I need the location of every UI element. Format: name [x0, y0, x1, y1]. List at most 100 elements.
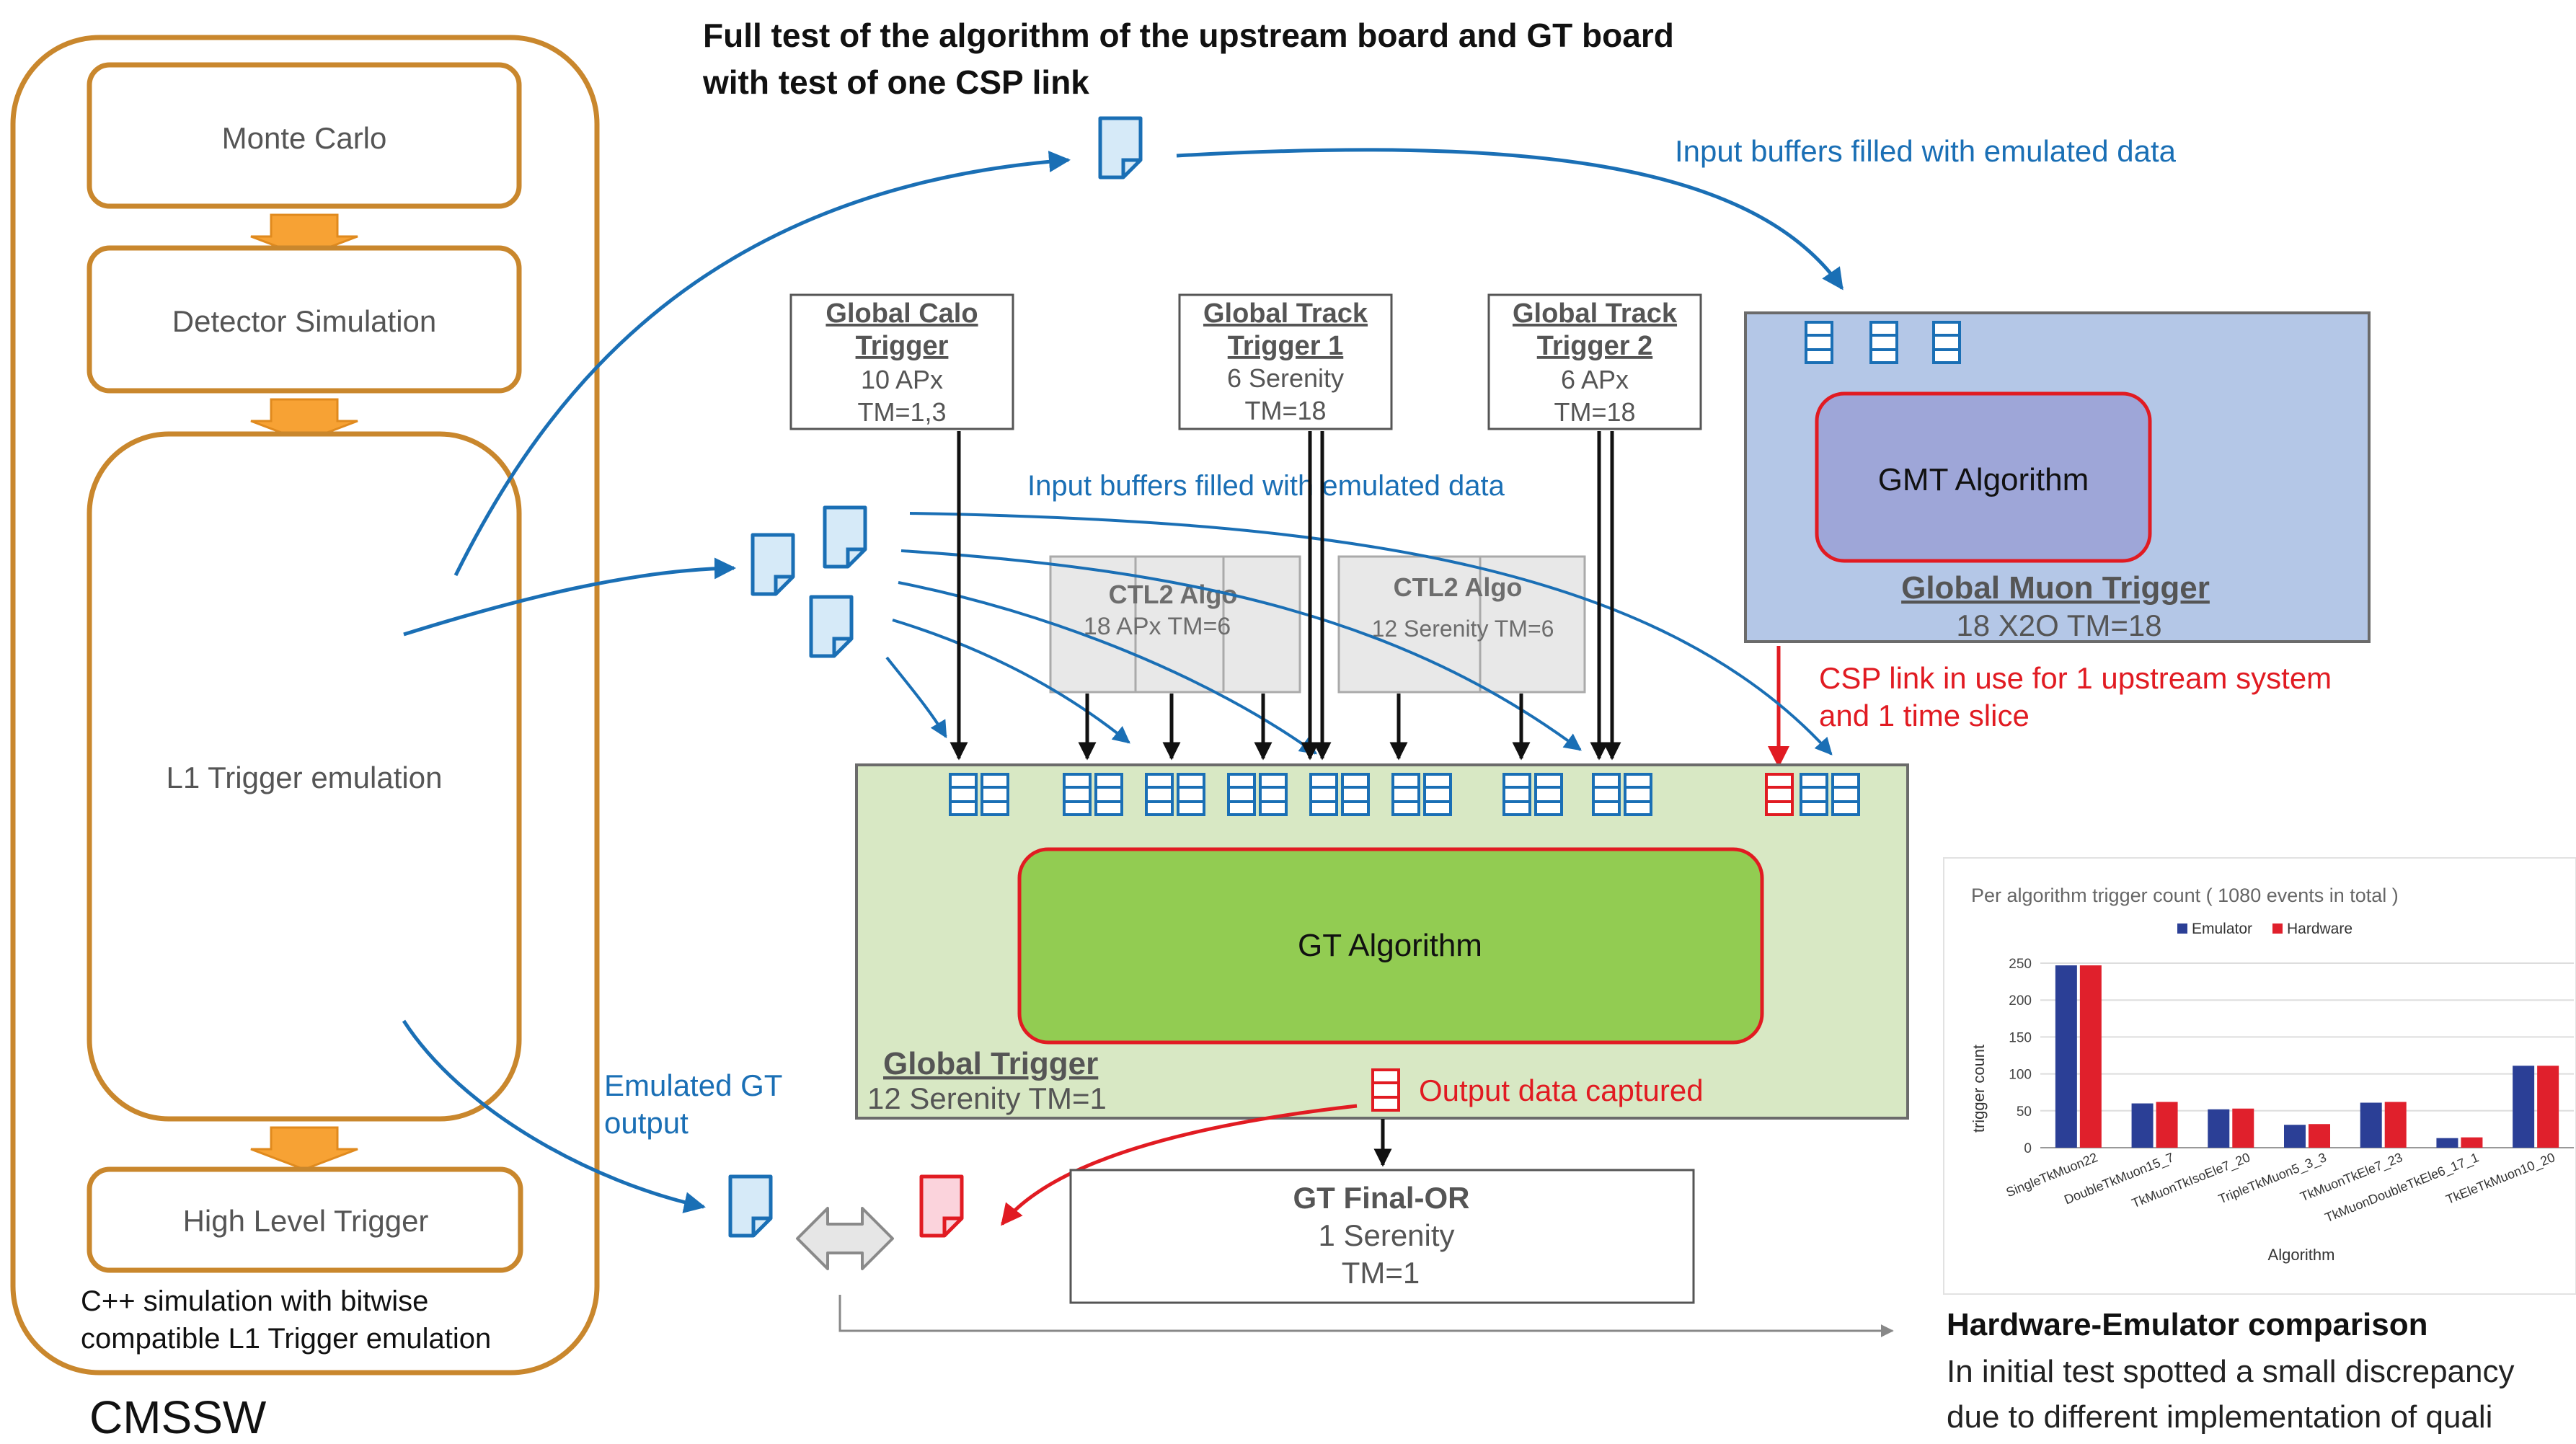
chart-ylabel: trigger count [1970, 1045, 1988, 1133]
red-curve-arrow [1001, 1104, 1358, 1226]
gt-block: GT Algorithm Global Trigger 12 Serenity … [855, 763, 1909, 1120]
input-buffers-top-label: Input buffers filled with emulated data [1675, 134, 2177, 168]
chart-bar-hardware [2537, 1066, 2559, 1148]
final-or-block: GT Final-OR 1 Serenity TM=1 [1069, 1169, 1695, 1304]
emulated-gt-label-line2: output [604, 1106, 689, 1140]
chart-bar-hardware [2232, 1108, 2254, 1148]
chart-y-tick-label: 150 [2009, 1030, 2032, 1045]
grey-connector-arrow [838, 1295, 1894, 1337]
blue-input-arrow [898, 581, 1317, 755]
gmt-sub: 18 X2O TM=18 [1956, 608, 2161, 642]
ctl2-card [1479, 555, 1586, 694]
document-icon [730, 1177, 771, 1236]
upstream-box [1178, 293, 1393, 430]
chart-legend-swatch [2177, 923, 2187, 934]
chart-bar-emulator [2360, 1102, 2382, 1148]
chart-bar-hardware [2079, 965, 2102, 1148]
chart-y-tick-label: 250 [2009, 957, 2032, 972]
chart-title: Per algorithm trigger count ( 1080 event… [1971, 885, 2399, 906]
buffer-icon [1932, 321, 1961, 364]
gmt-title: Global Muon Trigger [1901, 570, 2210, 606]
document-icon [1100, 118, 1141, 177]
cpp-note-line2: compatible L1 Trigger emulation [81, 1323, 491, 1355]
blue-input-arrow [885, 656, 947, 739]
ctl2-card [1222, 555, 1301, 694]
ctl2-card [1337, 555, 1482, 694]
chart-bar-emulator [2436, 1138, 2458, 1148]
gt-algorithm-label: GT Algorithm [1298, 928, 1482, 963]
input-buffers-mid-label: Input buffers filled with emulated data [1027, 470, 1505, 502]
upstream-boards: 10 APx [861, 365, 943, 394]
gt-sub: 12 Serenity TM=1 [867, 1081, 1107, 1115]
blue-curve-arrow [1176, 148, 1844, 291]
document-icon [811, 597, 851, 656]
detector-simulation-box [87, 245, 522, 394]
upstream-name-line1: Global Calo [826, 298, 978, 329]
trigger-count-chart: Per algorithm trigger count ( 1080 event… [1943, 857, 2576, 1295]
chart-bars [2055, 965, 2559, 1148]
ctl2-apx-group: CTL2 Algo 18 APx TM=6 [1049, 555, 1301, 694]
upstream-tm: TM=18 [1554, 397, 1635, 427]
upstream-tm: TM=1,3 [857, 397, 946, 427]
l1-emulation-box [87, 431, 522, 1122]
upstream-gct: Global Calo Trigger 10 APx TM=1,3 [789, 293, 1014, 430]
down-arrow-icon [250, 398, 358, 443]
gmt-block: GMT Algorithm Global Muon Trigger 18 X2O… [1744, 311, 2371, 643]
chart-bar-hardware [2309, 1124, 2330, 1148]
ctl2-title: CTL2 Algo [1109, 580, 1238, 609]
blue-input-arrow [892, 619, 1130, 744]
upstream-box [1487, 293, 1702, 430]
gmt-algorithm-label: GMT Algorithm [1878, 462, 2089, 497]
csp-label-line2: and 1 time slice [1819, 699, 2030, 732]
cmssw-label: CMSSW [89, 1391, 267, 1443]
upstream-gtt2: Global Track Trigger 2 6 APx TM=18 [1487, 293, 1702, 430]
comparison-title: Hardware-Emulator comparison [1947, 1307, 2428, 1342]
buffer-icon [1805, 321, 1833, 364]
blue-curve-arrow [403, 557, 736, 637]
buffer-icon [1869, 321, 1898, 364]
chart-bar-emulator [2513, 1066, 2535, 1148]
chart-gridlines [2040, 962, 2574, 1148]
upstream-tm: TM=18 [1244, 396, 1326, 425]
gt-title: Global Trigger [883, 1046, 1098, 1081]
document-icon [753, 535, 793, 594]
ctl2-sub: 12 Serenity TM=6 [1372, 616, 1554, 642]
cmssw-block: Monte Carlo Detector Simulation L1 Trigg… [10, 35, 600, 1376]
chart-panel [1943, 857, 2576, 1295]
upstream-name-line1: Global Track [1513, 298, 1678, 329]
document-icon [825, 508, 865, 567]
chart-y-tick-label: 100 [2009, 1068, 2032, 1083]
emulated-gt-label-line1: Emulated GT [604, 1068, 782, 1102]
buffer-icon [1371, 1068, 1400, 1112]
chart-bar-emulator [2284, 1125, 2306, 1148]
l1-emulation-label: L1 Trigger emulation [167, 761, 443, 794]
chart-bar-emulator [2208, 1109, 2230, 1148]
gmt-algorithm-box [1815, 391, 2152, 563]
final-or-title: GT Final-OR [1293, 1181, 1470, 1215]
upstream-gtt1: Global Track Trigger 1 6 Serenity TM=18 [1178, 293, 1393, 430]
chart-y-tick-label: 200 [2009, 993, 2032, 1009]
ctl2-title: CTL2 Algo [1394, 572, 1523, 602]
buffer-icon [1765, 773, 1794, 816]
compare-double-arrow-icon [796, 1207, 894, 1270]
chart-bar-emulator [2131, 1103, 2154, 1148]
chart-bar-hardware [2156, 1102, 2178, 1148]
comparison-line2: due to different implementation of quali [1947, 1399, 2492, 1435]
cpp-note-line1: C++ simulation with bitwise [81, 1285, 428, 1317]
chart-legend-swatch [2272, 923, 2283, 934]
gt-algorithm-box [1017, 847, 1764, 1045]
ctl2-serenity-group: CTL2 Algo 12 Serenity TM=6 [1337, 555, 1586, 694]
upstream-box [789, 293, 1014, 430]
upstream-boards: 6 APx [1561, 365, 1629, 394]
blue-curve-arrow [402, 1019, 706, 1213]
header-title-line2: with test of one CSP link [702, 63, 1089, 101]
hlt-label: High Level Trigger [183, 1204, 429, 1238]
monte-carlo-label: Monte Carlo [222, 121, 387, 155]
chart-legend-label: Hardware [2287, 921, 2353, 937]
upstream-name-line2: Trigger 1 [1228, 331, 1344, 361]
blue-input-arrow [900, 549, 1582, 751]
upstream-name-line2: Trigger 2 [1537, 331, 1653, 361]
final-or-tm: TM=1 [1342, 1256, 1420, 1290]
